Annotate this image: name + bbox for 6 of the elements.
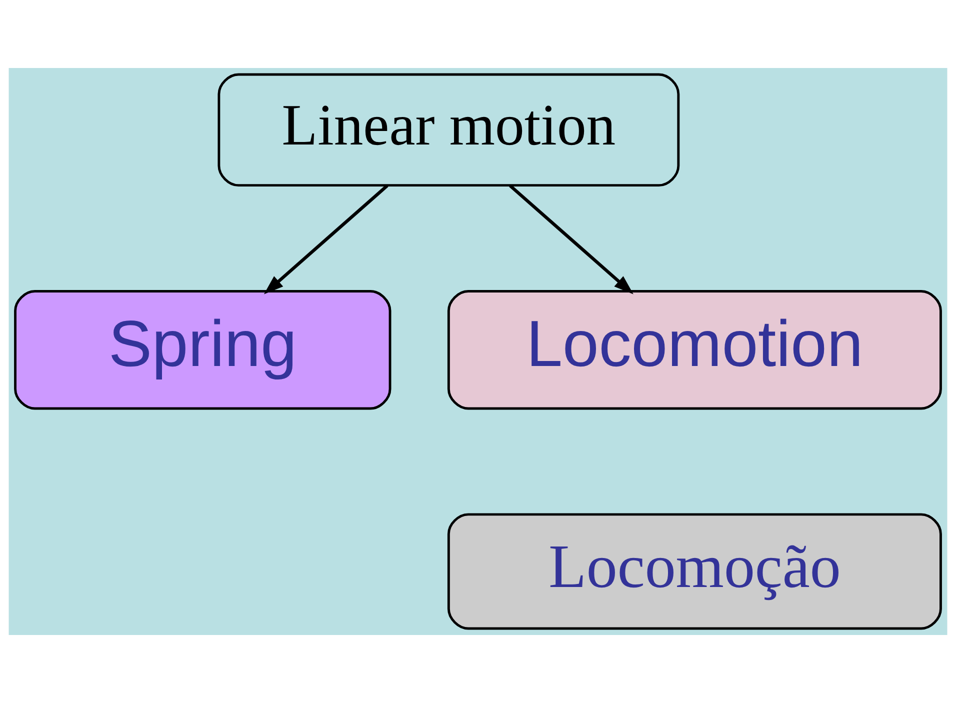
arrow	[509, 184, 634, 294]
node-box: Linear motion	[218, 73, 680, 187]
node-box: Spring	[14, 290, 392, 410]
arrow	[264, 184, 388, 294]
node-box: Locomotion	[447, 290, 942, 410]
node-box: Locomoção	[447, 513, 942, 630]
